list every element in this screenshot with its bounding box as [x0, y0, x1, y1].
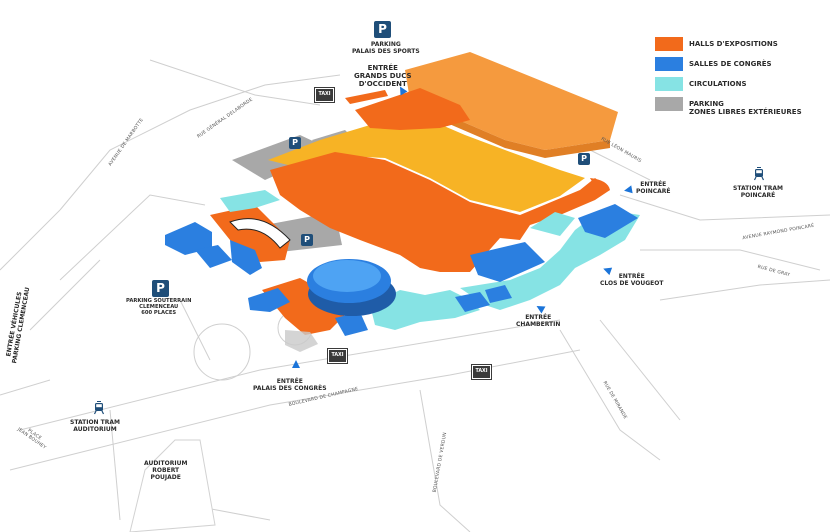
- label-station-tram-poincare: STATION TRAM POINCARÉ: [733, 185, 783, 200]
- label-line: ENTRÉE: [640, 181, 667, 188]
- legend-swatch-circulations: [655, 77, 683, 91]
- label-parking-palais-sports: PARKING PALAIS DES SPORTS: [352, 41, 420, 56]
- label-line: ENTRÉE: [276, 378, 303, 385]
- label-entree-palais-congres: ENTRÉE PALAIS DES CONGRÈS: [253, 378, 327, 393]
- legend-label-congress: SALLES DE CONGRÈS: [689, 60, 772, 68]
- hall-yellow: [268, 120, 585, 212]
- taxi-icon-congress: TAXI: [327, 348, 348, 364]
- parking-icon-west: P: [289, 137, 301, 149]
- hall-main: [270, 152, 610, 272]
- label-line: STATION TRAM: [733, 185, 783, 192]
- label-line: D'OCCIDENT: [358, 80, 407, 89]
- taxi-icon-south: TAXI: [471, 364, 492, 380]
- label-line: ENTRÉE: [525, 314, 552, 321]
- label-line: POUJADE: [150, 473, 181, 481]
- parking-icon-sports: P: [374, 21, 391, 38]
- label-line: AUDITORIUM: [144, 460, 188, 467]
- label-line: GRANDS DUCS: [354, 72, 412, 81]
- label-line: PALAIS DES SPORTS: [352, 47, 420, 55]
- street-network: [0, 59, 831, 532]
- entry-arrow-congres: [292, 360, 300, 368]
- label-line: ENTRÉE: [618, 273, 645, 280]
- label-line: STATION TRAM: [70, 419, 120, 426]
- legend-label-parking-1: PARKING: [689, 100, 724, 108]
- parking-icon-clemenceau: P: [152, 280, 169, 297]
- label-line: PARKING SOUTERRAIN: [126, 298, 192, 304]
- label-line: PARKING: [370, 41, 401, 48]
- label-line: ENTRÉE: [367, 64, 398, 72]
- parking-icon-east: P: [578, 153, 590, 165]
- label-auditorium: AUDITORIUM ROBERT POUJADE: [144, 460, 188, 482]
- hall-top: [405, 52, 618, 150]
- label-line: AUDITORIUM: [73, 425, 117, 433]
- entry-arrow-poincare: [623, 185, 633, 195]
- congress-ring: [229, 218, 291, 249]
- label-entree-clos-vougeot: ENTRÉE CLOS DE VOUGEOT: [600, 273, 664, 288]
- tram-icon-auditorium: [93, 401, 105, 415]
- legend-swatch-parking: [655, 97, 683, 111]
- label-line: 600 PLACES: [141, 309, 177, 316]
- auditorium-plaza: [129, 439, 216, 532]
- label-line: CLOS DE VOUGEOT: [600, 279, 664, 287]
- label-entree-poincare: ENTRÉE POINCARÉ: [636, 181, 671, 196]
- label-line: POINCARÉ: [636, 187, 671, 195]
- taxi-icon-north: TAXI: [314, 87, 335, 103]
- exhibition-halls: [210, 52, 618, 335]
- label-line: ROBERT: [152, 466, 180, 474]
- tram-icon-poincare: [753, 167, 765, 181]
- label-station-tram-auditorium: STATION TRAM AUDITORIUM: [70, 419, 120, 434]
- arena: [307, 259, 396, 316]
- parking-icon-center: P: [301, 234, 313, 246]
- legend-label-parking: PARKING ZONES LIBRES EXTÉRIEURES: [689, 100, 802, 116]
- label-entree-chambertin: ENTRÉE CHAMBERTIN: [516, 314, 561, 329]
- label-parking-souterrain: PARKING SOUTERRAIN CLEMENCEAU 600 PLACES: [126, 298, 192, 317]
- label-line: CLEMENCEAU: [139, 303, 179, 310]
- label-line: POINCARÉ: [740, 191, 776, 199]
- label-line: PALAIS DES CONGRÈS: [253, 384, 327, 392]
- legend-label-parking-2: ZONES LIBRES EXTÉRIEURES: [689, 108, 802, 117]
- label-line: CHAMBERTIN: [516, 320, 561, 328]
- legend-swatch-halls: [655, 37, 683, 51]
- legend-label-halls: HALLS D'EXPOSITIONS: [689, 40, 778, 48]
- label-entree-grands-ducs: ENTRÉE GRANDS DUCS D'OCCIDENT: [354, 64, 412, 88]
- legend-swatch-congress: [655, 57, 683, 71]
- legend-label-circulations: CIRCULATIONS: [689, 80, 747, 88]
- congress-rooms: [165, 204, 638, 336]
